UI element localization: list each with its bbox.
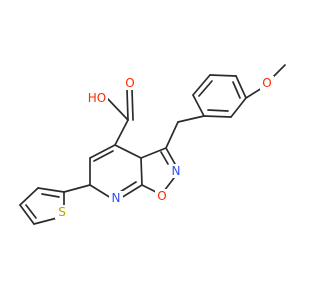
- bond-t3-t2-inner: [41, 193, 60, 198]
- bond-s-t5: [33, 217, 58, 225]
- bond-n-o: [163, 177, 175, 192]
- bond-ph4-ph5: [235, 75, 247, 99]
- bond-t5-t4-inner: [25, 204, 37, 219]
- bond-ph2-ph3: [192, 74, 211, 96]
- isoxazole-nitrogen-label: N: [172, 164, 181, 178]
- bond-n7-c7a-inner: [119, 181, 137, 193]
- atom-labels: HO O N O N S O: [55, 76, 274, 219]
- methoxy-oxygen-label: O: [262, 76, 271, 90]
- bond-ph5-o: [245, 87, 263, 99]
- bond-c4-cooh: [114, 119, 129, 146]
- molecule-diagram: HO O N O N S O: [19, 64, 286, 225]
- hydroxyl-label: HO: [88, 91, 106, 105]
- bond-c3-n: [165, 147, 176, 165]
- bond-t4-t3: [19, 187, 39, 206]
- pyridine-nitrogen-label: N: [112, 191, 121, 205]
- bond-ph3-ph4: [209, 74, 237, 77]
- bond-t3-t2: [37, 187, 65, 193]
- bond-ph1-ph2: [192, 94, 205, 117]
- isoxazole-oxygen-label: O: [157, 189, 166, 203]
- carbonyl-oxygen-label: O: [125, 76, 134, 90]
- bonds: [19, 64, 286, 225]
- bond-ph4-ph5-inner: [232, 81, 241, 99]
- bond-c7a-c3a: [140, 157, 143, 186]
- structure-svg: HO O N O N S O: [19, 64, 286, 225]
- sulfur-label: S: [58, 205, 66, 219]
- bond-ph6-ph1: [203, 115, 232, 118]
- bond-c6-n7: [89, 184, 112, 199]
- bond-ph5-ph6: [230, 97, 247, 118]
- bond-c-o-double-2: [131, 88, 134, 121]
- bond-c3a-c3: [140, 147, 167, 159]
- bond-n7-c7a: [120, 184, 143, 199]
- bond-t5-t4: [19, 204, 35, 225]
- bond-c3-ch2: [165, 121, 179, 149]
- bond-c4-c5-inner: [93, 150, 114, 162]
- bond-c6-thienyl: [63, 184, 91, 193]
- bond-ch2-aryl: [177, 115, 205, 123]
- bond-c3-n-inner: [160, 151, 169, 165]
- bond-ph2-ph3-inner: [198, 80, 213, 97]
- bond-c-oh: [105, 96, 129, 121]
- bond-c4-c5: [89, 144, 116, 159]
- bond-c-o-double-1: [126, 88, 129, 121]
- bond-c3a-c4: [114, 144, 142, 159]
- bond-ph6-ph1-inner: [207, 109, 229, 112]
